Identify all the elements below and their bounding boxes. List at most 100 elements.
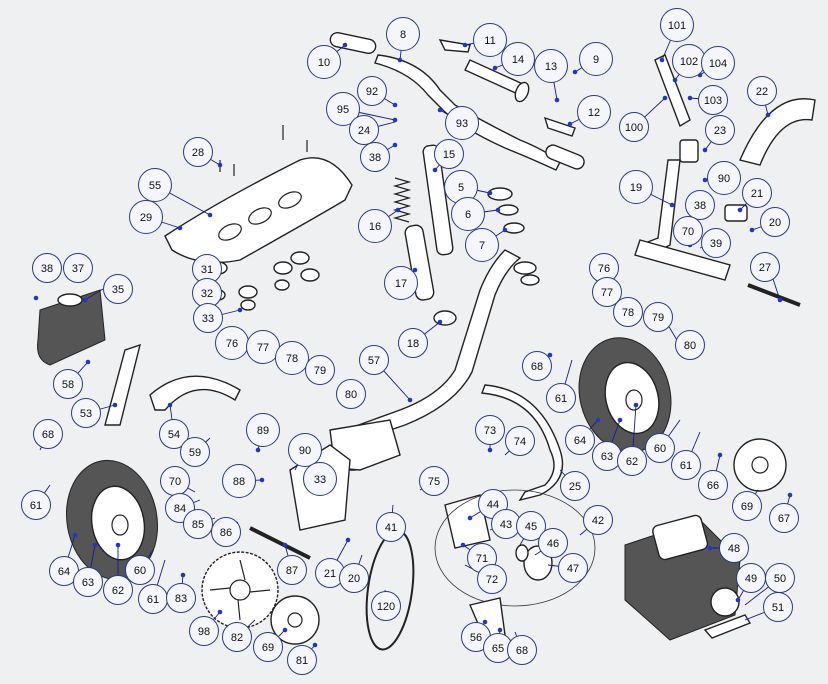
part-callout: 87 (277, 555, 307, 585)
part-callout: 72 (477, 564, 507, 594)
part-callout: 20 (339, 563, 369, 593)
brake-lever (543, 116, 576, 137)
part-callout: 53 (71, 398, 101, 428)
part-callout: 38 (32, 253, 62, 283)
part-callout: 15 (434, 139, 464, 169)
part-callout: 60 (645, 433, 675, 463)
part-callout: 76 (215, 326, 249, 360)
part-callout: 18 (398, 328, 428, 358)
part-callout: 62 (103, 575, 133, 605)
part-callout: 67 (769, 503, 799, 533)
part-callout: 8 (386, 17, 420, 51)
part-callout: 14 (501, 42, 535, 76)
part-callout: 78 (275, 341, 309, 375)
part-callout: 61 (546, 383, 576, 413)
part-callout: 70 (160, 466, 190, 496)
part-callout: 13 (534, 49, 568, 83)
part-callout: 64 (565, 425, 595, 455)
part-callout: 89 (246, 413, 280, 447)
spring (392, 177, 412, 223)
part-callout: 85 (183, 509, 213, 539)
part-callout: 11 (473, 23, 507, 57)
part-callout: 82 (222, 622, 252, 652)
part-callout: 95 (326, 92, 360, 126)
part-callout: 80 (336, 379, 366, 409)
part-callout: 101 (660, 8, 694, 42)
part-callout: 47 (558, 553, 588, 583)
part-callout: 21 (742, 178, 772, 208)
part-callout: 59 (180, 437, 210, 467)
throttle-lever (438, 39, 471, 53)
part-callout: 62 (617, 446, 647, 476)
part-callout: 69 (253, 632, 283, 662)
part-callout: 90 (707, 161, 741, 195)
part-callout: 61 (21, 490, 51, 520)
part-callout: 66 (698, 470, 728, 500)
part-callout: 79 (305, 355, 335, 385)
part-callout: 73 (475, 415, 505, 445)
part-callout: 51 (763, 592, 793, 622)
left-grip (329, 31, 377, 55)
part-callout: 88 (222, 464, 256, 498)
part-callout: 68 (33, 419, 63, 449)
part-callout: 86 (211, 517, 241, 547)
part-callout: 38 (685, 190, 715, 220)
kickstand (481, 384, 564, 502)
right-grip (545, 144, 585, 170)
front-fender (739, 98, 816, 166)
part-callout: 27 (750, 252, 780, 282)
part-callout: 32 (192, 278, 222, 308)
part-callout: 33 (303, 462, 337, 496)
part-callout: 23 (705, 115, 735, 145)
part-callout: 35 (103, 274, 133, 304)
part-callout: 25 (560, 471, 590, 501)
exhaust-pipe (703, 614, 752, 639)
part-callout: 24 (349, 115, 379, 145)
part-callout: 63 (73, 567, 103, 597)
part-callout: 61 (671, 450, 701, 480)
part-callout: 79 (643, 302, 673, 332)
part-callout: 48 (719, 533, 749, 563)
part-callout: 10 (307, 45, 341, 79)
part-callout: 38 (360, 142, 390, 172)
part-callout: 39 (701, 228, 731, 258)
fuel-tank (37, 289, 106, 366)
part-callout: 81 (287, 645, 317, 675)
part-callout: 16 (358, 209, 392, 243)
part-callout: 37 (63, 253, 93, 283)
part-callout: 6 (451, 197, 485, 231)
part-callout: 55 (138, 168, 172, 202)
part-callout: 17 (384, 266, 418, 300)
part-callout: 84 (165, 493, 195, 523)
part-callout: 29 (129, 200, 163, 234)
part-callout: 19 (619, 170, 653, 204)
part-callout: 68 (507, 635, 537, 665)
part-callout: 42 (583, 505, 613, 535)
part-callout: 103 (698, 85, 728, 115)
rear-fender (149, 375, 241, 411)
lower-tube (404, 224, 435, 301)
part-callout: 100 (619, 112, 649, 142)
part-callout: 9 (579, 42, 613, 76)
part-callout: 49 (736, 563, 766, 593)
part-callout: 69 (732, 491, 762, 521)
front-wheel (578, 337, 672, 453)
part-callout: 78 (613, 297, 643, 327)
rear-sprocket (201, 551, 279, 629)
part-callout: 92 (357, 76, 387, 106)
part-callout: 104 (701, 46, 735, 80)
part-callout: 12 (577, 95, 611, 129)
part-callout: 57 (359, 345, 389, 375)
part-callout: 20 (760, 207, 790, 237)
part-callout: 77 (246, 330, 280, 364)
part-callout: 28 (183, 137, 213, 167)
engine (624, 514, 741, 641)
part-callout: 120 (371, 591, 401, 621)
part-callout: 93 (445, 106, 479, 140)
brake-disc-front (733, 438, 787, 492)
part-callout: 77 (592, 277, 622, 307)
part-callout: 102 (672, 44, 706, 78)
part-callout: 75 (419, 466, 449, 496)
